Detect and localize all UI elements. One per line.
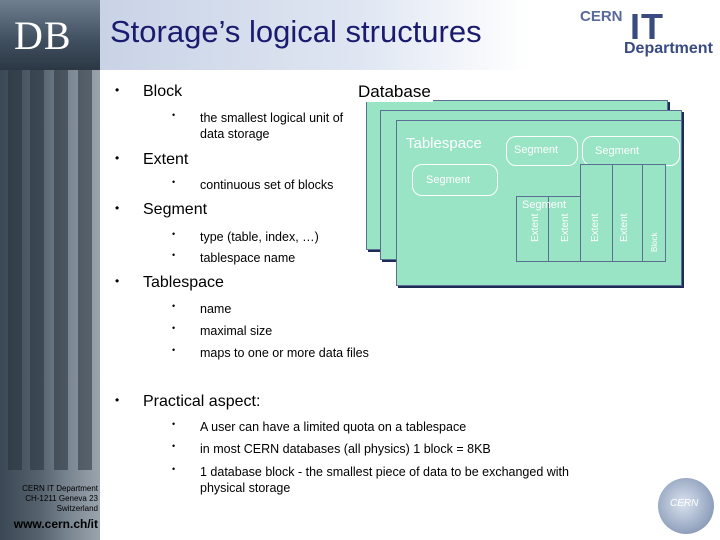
sub-bullet-text: maps to one or more data files — [200, 346, 369, 360]
segment-box — [412, 164, 498, 196]
segment-label: Segment — [522, 199, 567, 211]
sub-bullet-text: A user can have a limited quota on a tab… — [200, 420, 467, 434]
extent-label: Extent — [590, 213, 601, 242]
sub-bullet-dot: • — [172, 323, 176, 333]
sub-bullet-text: 1 database block - the smallest piece of… — [200, 465, 569, 495]
sidebar-rack — [8, 70, 22, 470]
sub-bullet-text: maximal size — [200, 324, 273, 338]
extent-box — [642, 164, 666, 262]
sub-bullet-text: the smallest logical unit of data storag… — [200, 111, 344, 141]
sub-bullet-dot: • — [172, 301, 176, 311]
extent-box — [516, 196, 550, 262]
extent-label: Extent — [530, 213, 541, 242]
cern-seal-text: CERN — [670, 498, 699, 509]
sidebar-rack — [54, 70, 68, 470]
sub-bullet-text: continuous set of blocks — [200, 178, 334, 192]
cern-logo-text: CERN — [580, 8, 623, 25]
sub-bullet-text: tablespace name — [200, 251, 296, 265]
address-line: CERN IT Department — [22, 484, 98, 493]
extent-box — [612, 164, 644, 262]
bullet-label: Extent — [143, 151, 189, 168]
title-band — [100, 0, 530, 70]
segment-box — [506, 136, 578, 166]
bullet-dot: • — [115, 274, 120, 288]
extent-label: Extent — [560, 213, 571, 242]
sub-bullet-dot: • — [172, 250, 176, 260]
bullet-label: Tablespace — [143, 274, 224, 291]
bullet-label: Practical aspect: — [143, 393, 261, 410]
sub-bullet-text: type (table, index, …) — [200, 230, 319, 244]
slide-title: Storage’s logical structures — [110, 14, 482, 49]
db-logo: DB — [14, 13, 72, 58]
sub-bullet-text: name — [200, 302, 232, 316]
bullet-dot: • — [115, 393, 120, 407]
database-label: Database — [356, 82, 433, 102]
segment-label: Segment — [426, 174, 471, 186]
cern-url: www.cern.ch/it — [13, 517, 98, 531]
department-logo-text: Department — [624, 40, 713, 57]
address-line: Switzerland — [56, 504, 98, 513]
bullet-label: Segment — [143, 201, 208, 218]
sub-bullet-text: in most CERN databases (all physics) 1 b… — [200, 442, 491, 456]
bullet-dot: • — [115, 201, 120, 215]
segment-label: Segment — [595, 145, 640, 157]
block-label: Block — [650, 232, 659, 252]
bullet-dot: • — [115, 83, 120, 97]
sub-bullet-dot: • — [172, 345, 176, 355]
header-bar: DB Storage’s logical structures CERN IT … — [0, 0, 720, 70]
extent-label: Extent — [619, 213, 630, 242]
sub-bullet-dot: • — [172, 110, 176, 120]
segment-box — [582, 136, 680, 166]
header-photo — [0, 0, 100, 70]
bullet-label: Block — [143, 83, 183, 100]
sidebar-rack — [30, 70, 44, 470]
bullet-dot: • — [115, 151, 120, 165]
sub-bullet-dot: • — [172, 229, 176, 239]
sidebar-rack — [78, 70, 92, 470]
sub-bullet-dot: • — [172, 464, 176, 474]
sub-bullet-dot: • — [172, 419, 176, 429]
sub-bullet-dot: • — [172, 177, 176, 187]
segment-label: Segment — [514, 144, 559, 156]
address-line: CH-1211 Geneva 23 — [25, 494, 98, 503]
tablespace-label: Tablespace — [406, 135, 482, 152]
cern-seal-logo — [658, 478, 714, 534]
sub-bullet-dot: • — [172, 441, 176, 451]
cern-address: CERN IT Department CH-1211 Geneva 23 Swi… — [6, 484, 98, 514]
it-logo-text: IT — [630, 6, 664, 47]
